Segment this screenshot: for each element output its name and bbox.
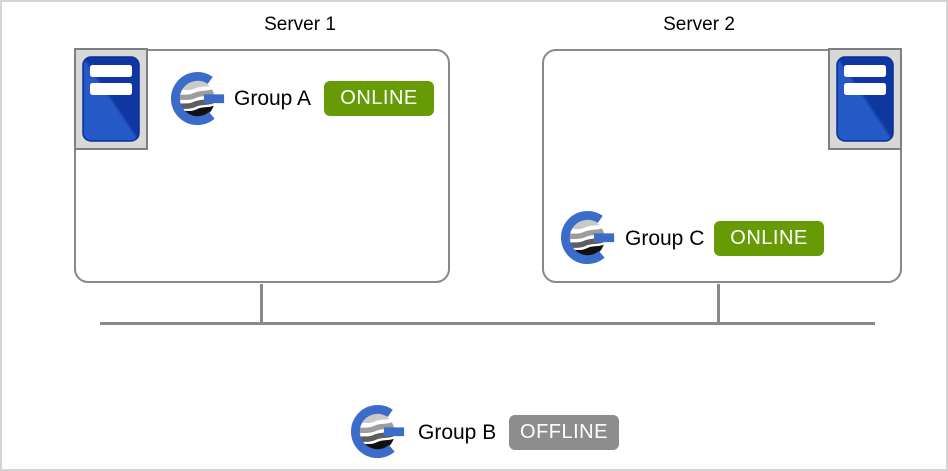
network-bus-line xyxy=(100,322,875,325)
server2-network-connector-line xyxy=(717,284,720,325)
server2-title: Server 2 xyxy=(663,14,735,35)
group-globe-logo-icon xyxy=(561,208,620,267)
server1-title: Server 1 xyxy=(264,14,336,35)
server2-tower-icon-frame xyxy=(828,48,902,150)
server1-network-connector-line xyxy=(260,284,263,325)
server1-tower-icon-frame xyxy=(74,48,148,150)
group-globe-logo-icon xyxy=(351,402,410,461)
group-c-label: Group C xyxy=(625,227,705,250)
server-tower-icon xyxy=(836,56,894,142)
server-tower-icon xyxy=(82,56,140,142)
group-b-label: Group B xyxy=(418,421,497,444)
group-globe-logo-icon xyxy=(171,69,230,128)
group-c-status-badge: ONLINE xyxy=(714,221,824,256)
group-b-status-badge: OFFLINE xyxy=(509,415,619,450)
group-a-status-badge: ONLINE xyxy=(324,81,434,116)
group-a-label: Group A xyxy=(234,87,312,110)
